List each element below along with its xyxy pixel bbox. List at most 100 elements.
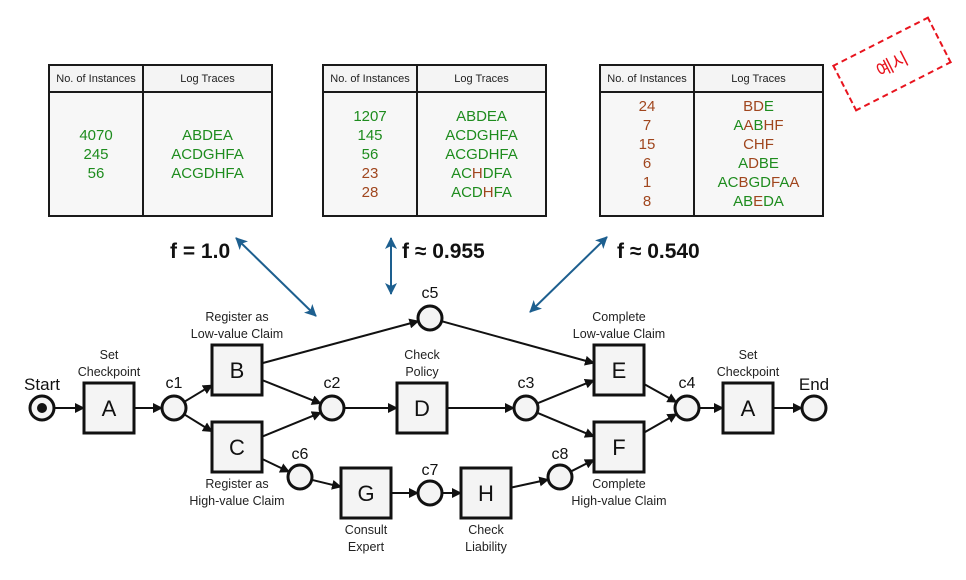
transition-a2: A — [721, 381, 775, 435]
table-header: No. of Instances Log Traces — [601, 66, 822, 93]
trace-segment: B — [738, 174, 749, 191]
instance-count: 4070 — [79, 126, 113, 144]
place-c6 — [286, 463, 314, 491]
fitness-arrow-1 — [235, 237, 317, 317]
trace-segment: ABDEA — [456, 107, 507, 125]
log-trace: ACGDHFA — [171, 164, 244, 183]
place-c1 — [160, 394, 188, 422]
log-trace: ADBE — [738, 154, 779, 173]
arc-c1-C — [183, 413, 213, 433]
transition-letter: A — [102, 396, 117, 421]
token-icon — [37, 403, 47, 413]
fitness-label-3: f ≈ 0.540 — [617, 240, 700, 263]
transition-caption: Policy — [405, 365, 439, 379]
place-c8 — [546, 463, 574, 491]
instance-count: 56 — [361, 145, 379, 163]
end-label: End — [799, 375, 829, 394]
transition-caption: Check — [404, 348, 440, 362]
transition-caption: Liability — [465, 540, 507, 554]
place-start — [28, 394, 56, 422]
arc-c1-B — [183, 384, 213, 403]
fitness-label-2: f ≈ 0.955 — [402, 240, 485, 263]
transition-caption: Set — [739, 348, 758, 362]
instance-count: 28 — [361, 183, 379, 201]
start-label: Start — [24, 375, 60, 394]
transition-caption: Complete — [592, 310, 646, 324]
trace-segment: BD — [743, 98, 764, 115]
trace-segment: CHF — [743, 136, 774, 153]
trace-segment: AC — [717, 174, 739, 191]
transition-letter: E — [612, 358, 627, 383]
log-trace: ABDEA — [456, 107, 507, 126]
instance-count: 1207 — [353, 107, 387, 125]
transition-letter: A — [741, 396, 756, 421]
transition-letter: C — [229, 435, 245, 460]
log-trace: ACDGHFA — [445, 126, 518, 145]
arc-c3-F — [536, 411, 595, 438]
transition-letter: G — [357, 481, 374, 506]
trace-segment: A — [733, 117, 744, 134]
log-trace: AABHF — [733, 116, 783, 135]
trace-segment: H — [471, 164, 483, 182]
place-c3 — [512, 394, 540, 422]
trace-segment: AB — [733, 193, 754, 210]
transition-letter: F — [612, 435, 625, 460]
trace-segment: BE — [758, 155, 779, 172]
transition-f: F — [592, 420, 646, 474]
transition-caption: Checkpoint — [78, 365, 141, 379]
trace-segment: D — [748, 155, 759, 172]
instance-count: 8 — [642, 193, 652, 210]
trace-segment: A — [743, 117, 754, 134]
transition-letter: D — [414, 396, 430, 421]
arc-H-c8 — [510, 476, 550, 489]
instance-count: 245 — [83, 145, 109, 163]
transition-caption: Expert — [348, 540, 385, 554]
transition-caption: Checkpoint — [717, 365, 780, 379]
transition-c: C — [210, 420, 264, 474]
arc-c5-E — [441, 320, 595, 366]
place-label: c5 — [422, 285, 439, 302]
trace-segment: ACGDHFA — [171, 164, 244, 182]
arc-F-c4 — [643, 413, 678, 434]
trace-segment: A — [789, 174, 800, 191]
transition-caption: Set — [100, 348, 119, 362]
log-trace: ACGDHFA — [445, 145, 518, 164]
place-label: c1 — [166, 375, 183, 392]
trace-segment: ACGDHFA — [445, 145, 518, 163]
fitness-label-1: f = 1.0 — [170, 240, 231, 263]
arc-E-c4 — [643, 383, 678, 404]
arc-C-c6 — [261, 458, 291, 473]
trace-segment: HF — [763, 117, 784, 134]
instance-count: 15 — [638, 136, 656, 153]
transition-caption: Low-value Claim — [573, 327, 665, 341]
trace-segment: DFA — [482, 164, 512, 182]
trace-segment: H — [482, 183, 494, 201]
header-instances: No. of Instances — [324, 66, 418, 91]
instance-count: 24 — [638, 98, 656, 115]
arc-c3-E — [536, 378, 595, 405]
instance-count: 1 — [642, 174, 652, 191]
trace-segment: B — [753, 117, 764, 134]
log-trace: ACDGHFA — [171, 145, 244, 164]
arc-B-c5 — [261, 318, 420, 365]
place-c7 — [416, 479, 444, 507]
place-label: c2 — [324, 375, 341, 392]
table-header: No. of Instances Log Traces — [324, 66, 545, 93]
place-label: c6 — [292, 446, 309, 463]
transition-g: G — [339, 466, 393, 520]
log-trace: ABEDA — [733, 192, 784, 211]
trace-segment: AC — [451, 164, 472, 182]
place-end — [800, 394, 828, 422]
trace-segment: FA — [493, 183, 512, 201]
instance-count: 23 — [361, 164, 379, 182]
trace-segment: E — [753, 193, 764, 210]
